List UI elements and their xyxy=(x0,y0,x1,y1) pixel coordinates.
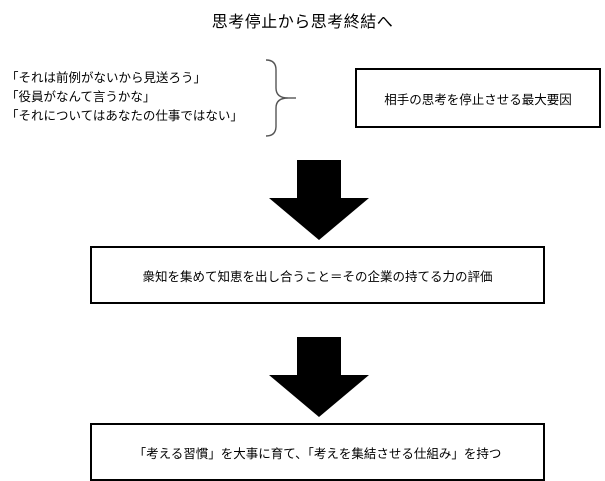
diagram-title: 思考停止から思考終結へ xyxy=(211,12,394,31)
habit-box-label: 「考える習慣」を大事に育て、「考えを集結させる仕組み」を持つ xyxy=(133,445,502,461)
down-arrow-icon xyxy=(269,337,369,417)
cause-box-label: 相手の思考を停止させる最大要因 xyxy=(384,91,572,107)
cause-box: 相手の思考を停止させる最大要因 xyxy=(355,68,601,128)
evaluation-box: 衆知を集めて知恵を出し合うこと＝その企業の持てる力の評価 xyxy=(90,246,545,304)
evaluation-box-label: 衆知を集めて知恵を出し合うこと＝その企業の持てる力の評価 xyxy=(142,268,493,284)
quote-item: 「それについてはあなたの仕事ではない」 xyxy=(6,108,243,123)
habit-box: 「考える習慣」を大事に育て、「考えを集結させる仕組み」を持つ xyxy=(90,423,545,481)
quote-item: 「役員がなんて言うかな」 xyxy=(6,89,156,104)
quote-item: 「それは前例がないから見送ろう」 xyxy=(6,70,207,85)
right-brace-icon xyxy=(265,59,296,137)
quote-list: 「それは前例がないから見送ろう」 「役員がなんて言うかな」 「それについてはあな… xyxy=(6,68,276,125)
down-arrow-icon xyxy=(269,160,369,240)
